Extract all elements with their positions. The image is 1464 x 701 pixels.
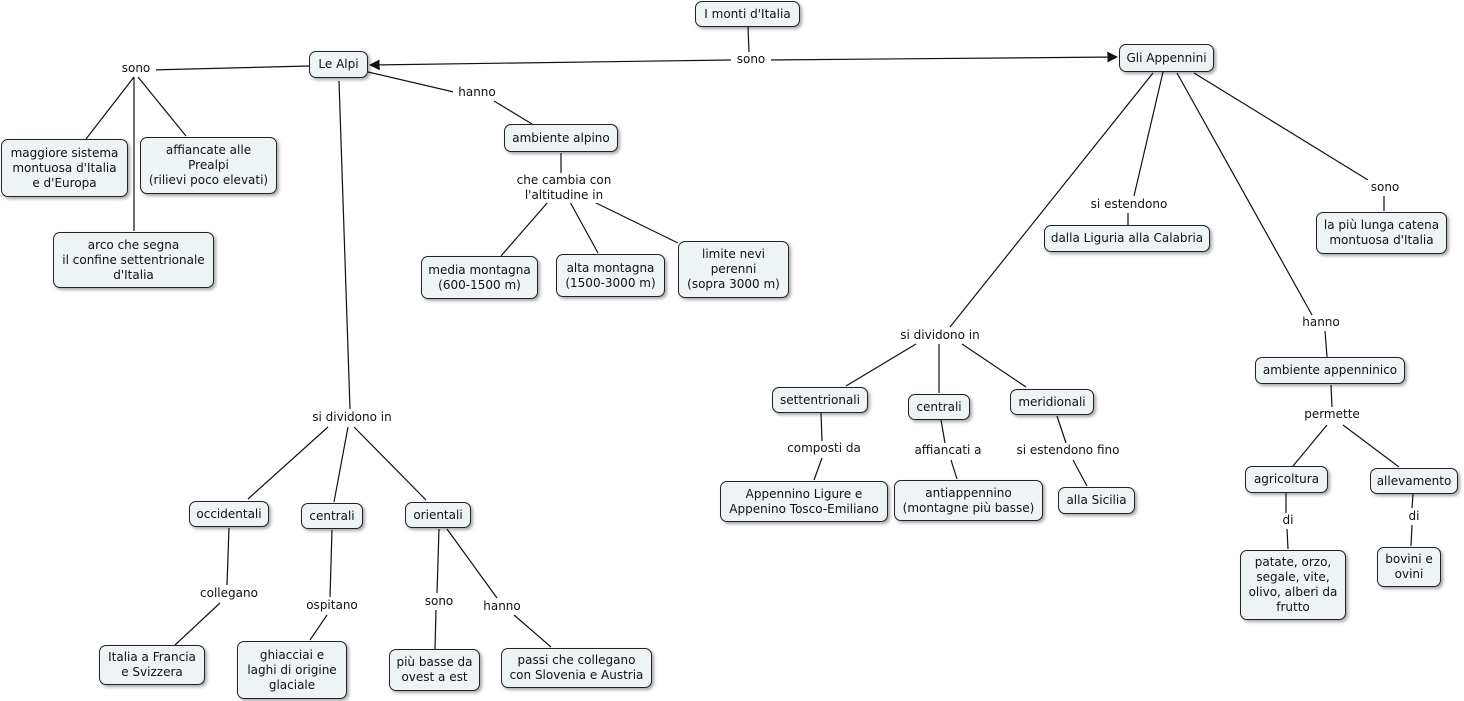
concept-ambiente-appenninico[interactable]: ambiente appenninico: [1255, 357, 1405, 384]
link-di-allevamento: di: [1403, 509, 1425, 524]
link-appennini-sono: sono: [1365, 180, 1405, 195]
concept-ambiente-alpino[interactable]: ambiente alpino: [504, 124, 618, 152]
concept-patate-orzo[interactable]: patate, orzo, segale, vite, olivo, alber…: [1240, 550, 1346, 620]
concept-arco-confine[interactable]: arco che segna il confine settentrionale…: [53, 232, 214, 288]
concept-gli-appennini[interactable]: Gli Appennini: [1119, 44, 1214, 72]
concept-le-alpi[interactable]: Le Alpi: [309, 51, 368, 78]
concept-centrali-appennini[interactable]: centrali: [908, 394, 970, 420]
concept-meridionali[interactable]: meridionali: [1010, 389, 1094, 415]
link-affiancati-a: affiancati a: [906, 443, 990, 458]
concept-maggiore-sistema[interactable]: maggiore sistema montuosa d'Italia e d'E…: [1, 139, 128, 197]
link-alpi-sono: sono: [116, 61, 156, 76]
link-appennini-dividono: si dividono in: [893, 328, 987, 343]
concept-i-monti-italia[interactable]: I monti d'Italia: [695, 1, 800, 27]
link-si-estendono: si estendono: [1084, 197, 1174, 212]
link-root-sono: sono: [731, 52, 771, 67]
link-alpi-hanno: hanno: [453, 85, 501, 100]
link-di-agricoltura: di: [1277, 513, 1299, 528]
concept-orientali[interactable]: orientali: [405, 502, 471, 528]
concept-centrali-alpi[interactable]: centrali: [301, 503, 363, 529]
link-orientali-sono: sono: [419, 594, 459, 609]
link-cambia-altitudine: che cambia con l'altitudine in: [510, 173, 618, 203]
concept-settentrionali[interactable]: settentrionali: [772, 387, 868, 413]
link-collegano: collegano: [195, 586, 263, 601]
link-permette: permette: [1299, 407, 1365, 422]
link-appennini-hanno: hanno: [1297, 315, 1345, 330]
link-orientali-hanno: hanno: [478, 599, 526, 614]
concept-italia-francia[interactable]: Italia a Francia e Svizzera: [99, 645, 205, 685]
concept-alla-sicilia[interactable]: alla Sicilia: [1058, 487, 1135, 514]
concept-media-montagna[interactable]: media montagna (600-1500 m): [421, 256, 538, 299]
concept-limite-nevi[interactable]: limite nevi perenni (sopra 3000 m): [678, 241, 789, 298]
concept-occidentali[interactable]: occidentali: [189, 501, 269, 527]
concept-agricoltura[interactable]: agricoltura: [1245, 466, 1328, 493]
concept-antiappennino[interactable]: antiappennino (montagne più basse): [894, 480, 1043, 521]
concept-liguria-calabria[interactable]: dalla Liguria alla Calabria: [1044, 225, 1210, 252]
concept-passi-collegano[interactable]: passi che collegano con Slovenia e Austr…: [501, 648, 652, 688]
concept-piu-lunga-catena[interactable]: la più lunga catena montuosa d'Italia: [1316, 212, 1447, 254]
concept-piu-basse[interactable]: più basse da ovest a est: [389, 649, 480, 691]
concept-bovini-ovini[interactable]: bovini e ovini: [1377, 547, 1441, 587]
concept-ghiacciai-laghi[interactable]: ghiacciai e laghi di origine glaciale: [237, 641, 347, 699]
link-si-estendono-fino: si estendono fino: [1008, 443, 1128, 458]
link-composti-da: composti da: [780, 441, 868, 456]
concept-alta-montagna[interactable]: alta montagna (1500-3000 m): [556, 254, 665, 297]
concept-appennino-ligure[interactable]: Appennino Ligure e Appenino Tosco-Emilia…: [720, 481, 888, 522]
concept-affiancate-prealpi[interactable]: affiancate alle Prealpi (rilievi poco el…: [140, 137, 277, 194]
concept-allevamento[interactable]: allevamento: [1370, 468, 1458, 494]
link-ospitano: ospitano: [300, 598, 364, 613]
link-alpi-dividono: si dividono in: [305, 410, 399, 425]
